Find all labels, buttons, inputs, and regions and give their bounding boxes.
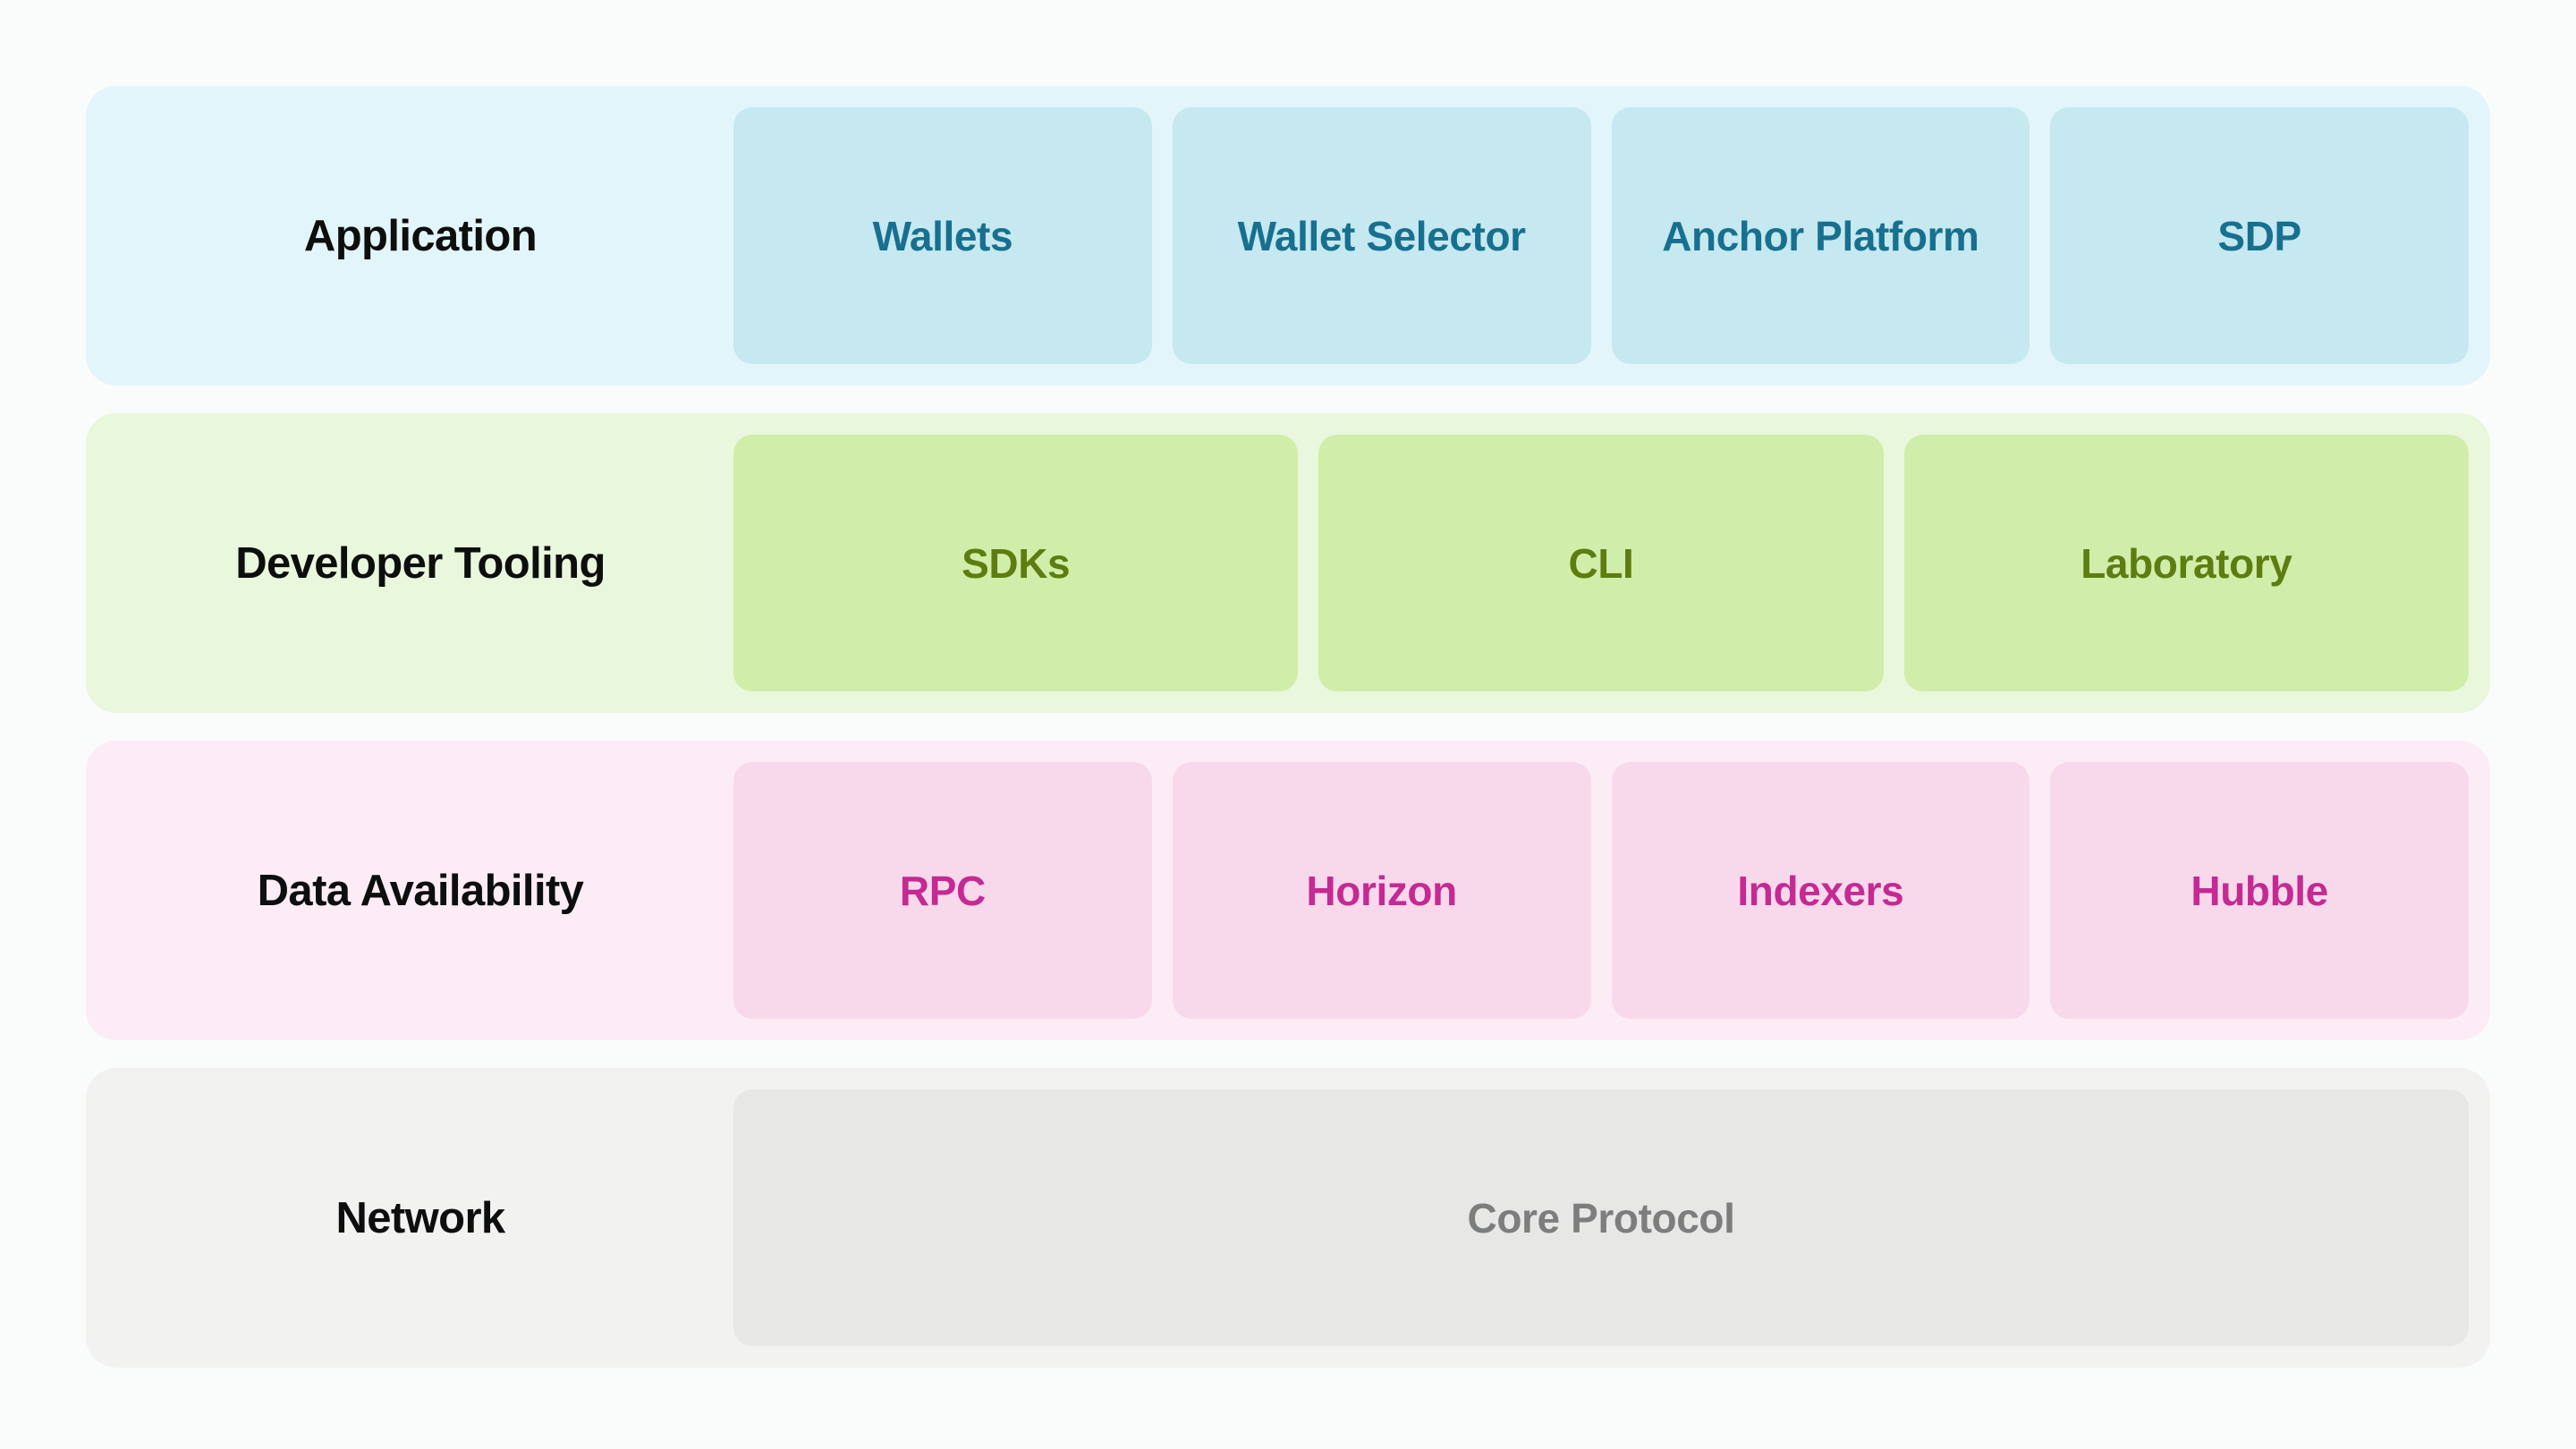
chip-anchor-platform[interactable]: Anchor Platform [1611, 107, 2030, 364]
layer-label-developer-tooling: Developer Tooling [235, 538, 606, 588]
chip-core-protocol[interactable]: Core Protocol [733, 1089, 2469, 1346]
chip-group-developer-tooling: SDKs CLI Laboratory [733, 435, 2469, 691]
layer-row-network: Network Core Protocol [86, 1068, 2490, 1368]
layer-row-application: Application Wallets Wallet Selector Anch… [86, 86, 2490, 386]
chip-group-application: Wallets Wallet Selector Anchor Platform … [733, 107, 2469, 364]
chip-laboratory[interactable]: Laboratory [1903, 435, 2469, 691]
chip-group-data-availability: RPC Horizon Indexers Hubble [733, 762, 2469, 1019]
chip-wallet-selector[interactable]: Wallet Selector [1172, 107, 1591, 364]
chip-group-network: Core Protocol [733, 1089, 2469, 1346]
layer-stack: Application Wallets Wallet Selector Anch… [86, 86, 2490, 1368]
chip-rpc[interactable]: RPC [733, 762, 1152, 1019]
layer-row-developer-tooling: Developer Tooling SDKs CLI Laboratory [86, 413, 2490, 713]
chip-wallets[interactable]: Wallets [733, 107, 1152, 364]
chip-horizon[interactable]: Horizon [1172, 762, 1591, 1019]
chip-sdp[interactable]: SDP [2050, 107, 2469, 364]
layer-label-application: Application [303, 211, 538, 260]
chip-sdks[interactable]: SDKs [733, 435, 1299, 691]
layer-label-data-availability: Data Availability [257, 866, 584, 915]
chip-indexers[interactable]: Indexers [1611, 762, 2030, 1019]
chip-hubble[interactable]: Hubble [2050, 762, 2469, 1019]
layer-row-data-availability: Data Availability RPC Horizon Indexers H… [86, 741, 2490, 1040]
chip-cli[interactable]: CLI [1318, 435, 1884, 691]
layer-label-network: Network [335, 1193, 505, 1242]
